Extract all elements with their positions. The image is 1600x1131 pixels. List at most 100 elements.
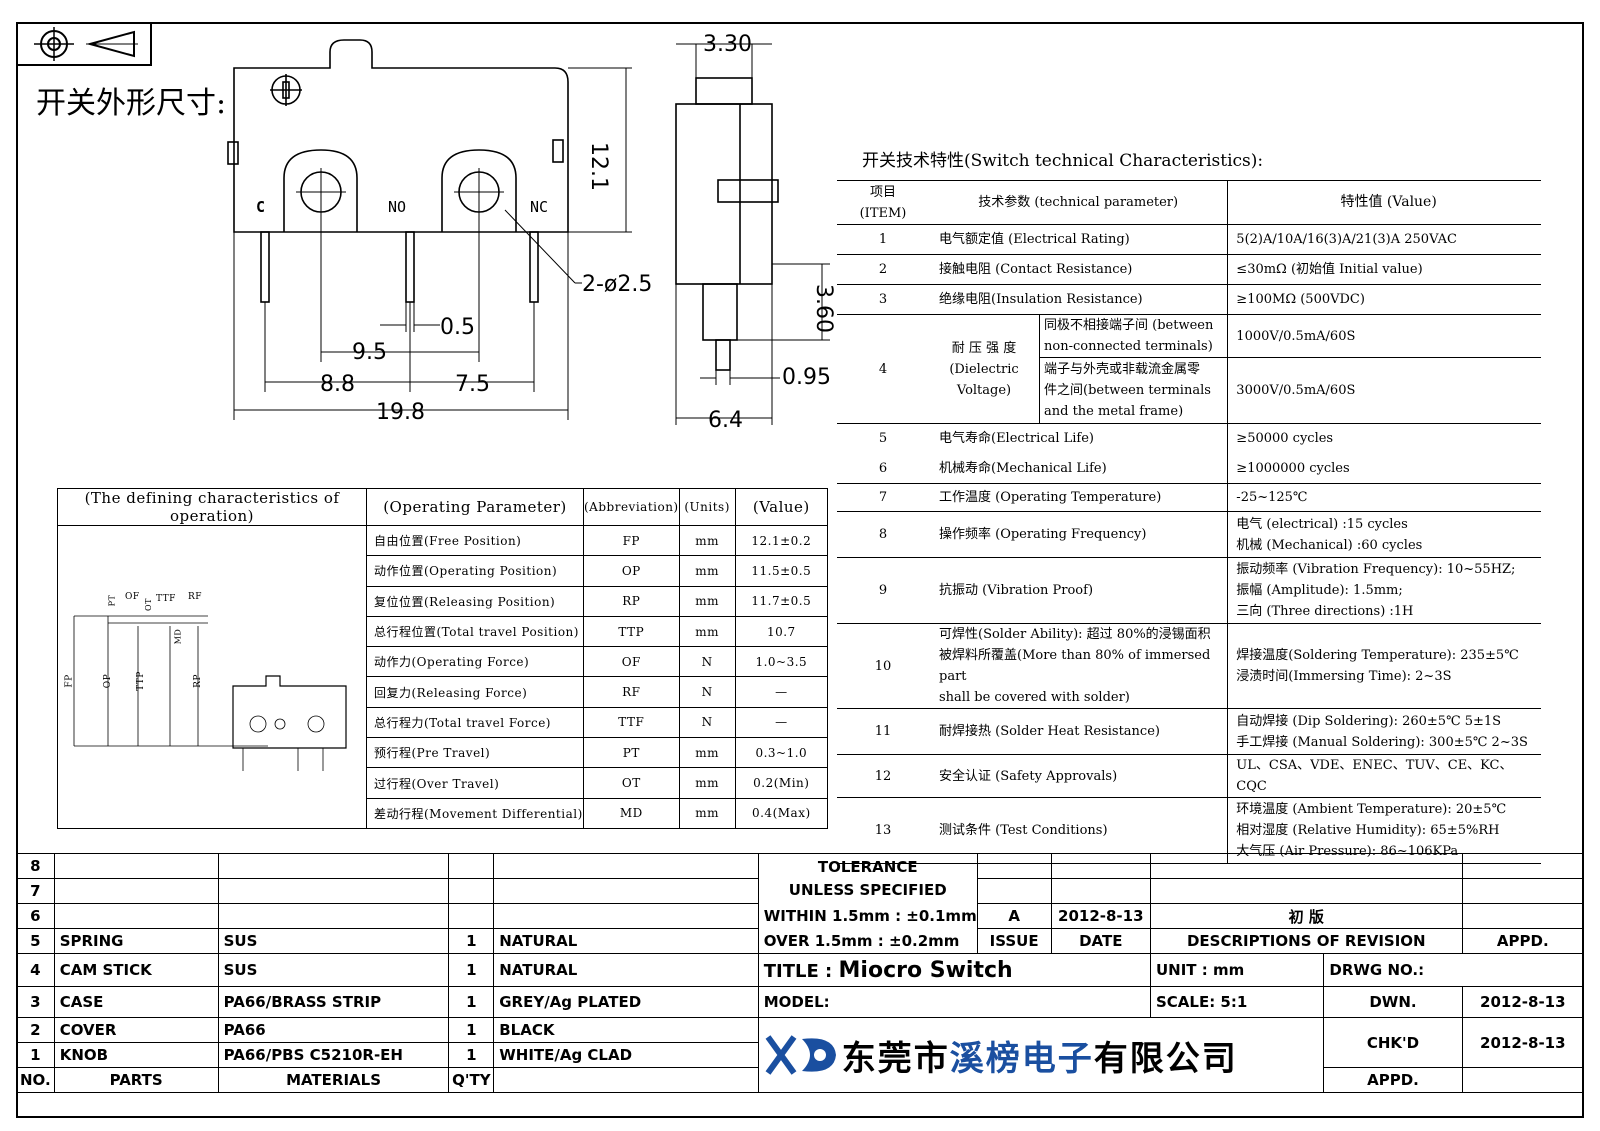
fig-label-ttp: TTP: [135, 671, 146, 691]
fig-label-op: OP: [103, 673, 114, 689]
dim-0-95: 0.95: [782, 365, 831, 390]
tolerance-line: UNLESS SPECIFIED: [788, 880, 947, 899]
pin-label-c: C: [256, 198, 266, 216]
header-abbr: (Abbreviation): [583, 488, 680, 526]
param-abbr: OP: [583, 555, 680, 587]
header-desc: DESCRIPTIONS OF REVISION: [1149, 928, 1463, 954]
param-unit: N: [678, 706, 736, 739]
param-value: 自动焊接 (Dip Soldering): 260±5℃ 5±1S 手工焊接 (M…: [1227, 708, 1541, 755]
header-param: (Operating Parameter): [366, 488, 584, 526]
param-name: 接触电阻 (Contact Resistance): [929, 254, 1229, 285]
drwg-cell: DRWG NO.:: [1323, 953, 1584, 987]
part-qty: 1: [448, 1017, 495, 1043]
param-unit: mm: [678, 555, 736, 587]
item-no: 8: [837, 511, 929, 558]
param-unit: mm: [678, 737, 736, 769]
value-line: 手工焊接 (Manual Soldering): 300±5℃ 2~3S: [1236, 734, 1528, 750]
param-unit: N: [678, 676, 736, 708]
param-value: 1.0~3.5: [734, 646, 829, 678]
part-material: SUS: [217, 928, 450, 954]
param-abbr: OF: [583, 646, 680, 678]
company-name-a: 东莞市: [841, 1038, 950, 1079]
item-no: 3: [837, 284, 929, 315]
param-name: 电气额定值 (Electrical Rating): [929, 224, 1229, 255]
item-no: 7: [837, 483, 929, 512]
part-qty: 1: [448, 986, 495, 1018]
param-value: UL、CSA、VDE、ENEC、TUV、CE、KC、CQC: [1227, 754, 1541, 798]
revision-date: 2012-8-13: [1050, 903, 1151, 929]
param-abbr: MD: [583, 797, 680, 830]
outline-drawing: [227, 39, 830, 425]
dim-6-4: 6.4: [708, 408, 743, 433]
header-qty: Q'TY: [448, 1067, 495, 1093]
header-defining: (The defining characteristics of operati…: [57, 488, 367, 526]
part-note: GREY/Ag PLATED: [493, 986, 759, 1018]
drawing-frame: [16, 22, 1584, 1118]
header-issue: ISSUE: [976, 928, 1052, 954]
param-value: 0.2(Min): [734, 767, 829, 799]
part-material: [217, 878, 450, 904]
dim-hole-dia: 2-ø2.5: [582, 272, 653, 297]
value-line: 振幅 (Amplitude): 1.5mm;: [1236, 583, 1403, 598]
header-date: DATE: [1050, 928, 1151, 954]
param-name: 动作力(Operating Force): [366, 646, 584, 678]
value-line: 浸渍时间(Immersing Time): 2~3S: [1236, 669, 1452, 684]
param-unit: mm: [678, 615, 736, 648]
part-note: [493, 853, 759, 879]
param-abbr: PT: [583, 737, 680, 769]
revision-issue: A: [976, 903, 1052, 929]
param-line: 可焊性(Solder Ability): 超过 80%的浸锡面积: [939, 627, 1211, 642]
param-line: shall be covered with solder): [939, 690, 1130, 705]
param-abbr: TTP: [583, 615, 680, 648]
chkd-date: 2012-8-13: [1461, 1017, 1585, 1068]
revision-desc: 初 版: [1149, 903, 1463, 929]
param-value: ≤30mΩ (初始值 Initial value): [1227, 254, 1541, 285]
value-line: 电气 (electrical) :15 cycles: [1236, 516, 1408, 532]
part-note: [493, 878, 759, 904]
header-value: (Value): [734, 488, 829, 526]
param-name: 测试条件 (Test Conditions): [929, 797, 1229, 864]
item-no: 1: [837, 224, 929, 255]
dielectric-sub-a: 同极不相接端子间 (between non-connected terminals…: [1038, 314, 1229, 358]
dim-12-1: 12.1: [586, 142, 611, 191]
param-name: 自由位置(Free Position): [366, 524, 584, 557]
operation-figure: PT OF OT TTF RF MD FP OP TTP RP: [57, 525, 367, 829]
param-name: 绝缘电阻(Insulation Resistance): [929, 284, 1229, 315]
company-name-b: 溪榜电子: [949, 1038, 1094, 1079]
part-name: [53, 903, 219, 929]
param-abbr: TTF: [583, 706, 680, 739]
operating-parameter-table: (The defining characteristics of operati…: [57, 488, 829, 830]
part-material: [217, 853, 450, 879]
value-line: 相对湿度 (Relative Humidity): 65±5%RH: [1236, 823, 1500, 838]
value-line: 三向 (Three directions) :1H: [1236, 604, 1414, 619]
sub-text: 同极不相接端子间 (between: [1044, 318, 1214, 333]
dim-9-5: 9.5: [352, 340, 387, 365]
part-no: 7: [16, 878, 55, 904]
param-name: 耐焊接热 (Solder Heat Resistance): [929, 708, 1229, 755]
tech-characteristics-table: 项目(ITEM) 技术参数 (technical parameter) 特性值 …: [837, 180, 1541, 864]
value-line: 自动焊接 (Dip Soldering): 260±5℃ 5±1S: [1236, 713, 1502, 729]
param-abbr: OT: [583, 767, 680, 799]
param-value: —: [734, 706, 829, 739]
sub-text: non-connected terminals): [1044, 339, 1213, 354]
param-name: 机械寿命(Mechanical Life): [929, 453, 1229, 484]
sub-text: 端子与外壳或非载流金属零: [1044, 362, 1201, 377]
param-name: 差动行程(Movement Differential): [366, 797, 584, 830]
part-name: [53, 878, 219, 904]
part-qty: [448, 853, 495, 879]
part-name: CASE: [53, 986, 219, 1018]
param-value: 11.5±0.5: [734, 555, 829, 587]
dwn-date: 2012-8-13: [1461, 986, 1585, 1018]
param-value: ≥1000000 cycles: [1227, 453, 1541, 484]
company-block: 东莞市溪榜电子有限公司: [757, 1017, 1325, 1093]
fig-label-pt: PT: [107, 594, 117, 607]
dim-8-8: 8.8: [320, 372, 355, 397]
part-material: [217, 903, 450, 929]
part-material: PA66/BRASS STRIP: [217, 986, 450, 1018]
fig-label-ot: OT: [143, 598, 153, 611]
title-label: TITLE :: [763, 960, 833, 982]
